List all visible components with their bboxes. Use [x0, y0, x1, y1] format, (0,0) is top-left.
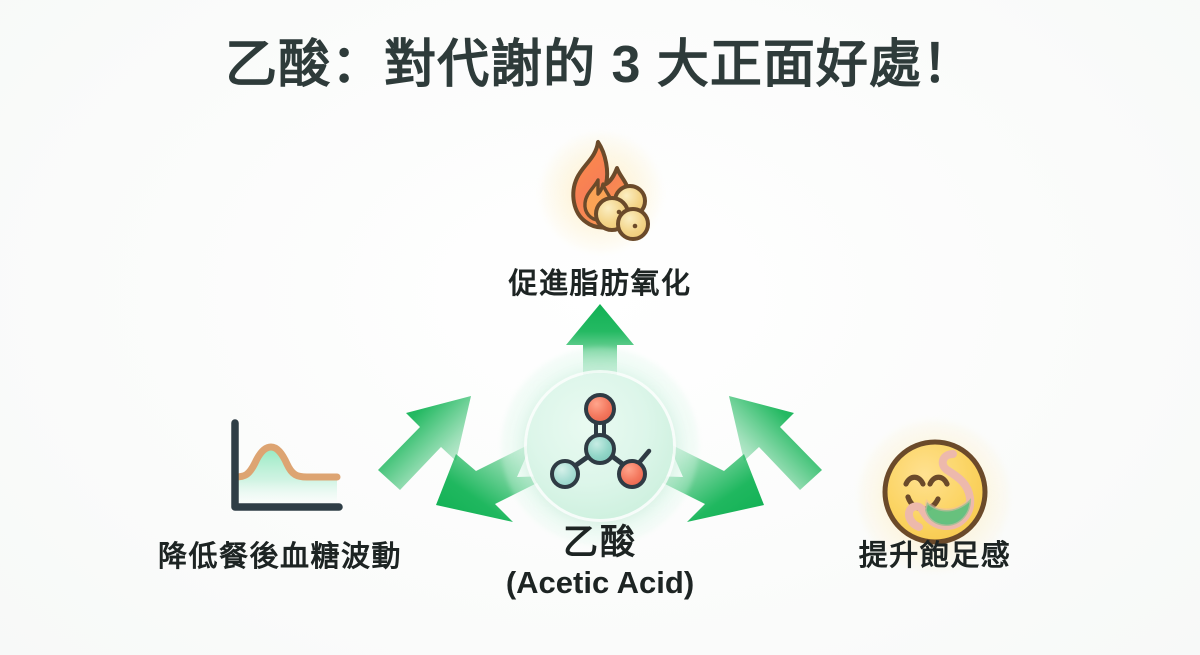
- flame-fat-icon: [553, 138, 651, 251]
- page-title: 乙酸：對代謝的 3 大正面好處！: [225, 36, 975, 94]
- center-node-acetic-acid: [501, 347, 699, 545]
- benefit-label-fat-oxidation: 促進脂肪氧化: [508, 268, 692, 300]
- benefit-node-satiety: 提升飽足感: [830, 410, 1040, 585]
- benefit-node-blood-glucose: 降低餐後血糖波動: [120, 415, 440, 585]
- arrow-to-satiety-upper: [729, 396, 822, 490]
- center-label-en: (Acetic Acid): [505, 565, 695, 601]
- center-label-cn: 乙酸: [562, 523, 637, 562]
- center-label: 乙酸 (Acetic Acid): [425, 522, 775, 602]
- acetic-acid-molecule-icon: [550, 393, 652, 489]
- glucose-curve-chart-icon: [215, 415, 345, 525]
- benefit-node-fat-oxidation: 促進脂肪氧化: [455, 130, 745, 305]
- benefit-label-blood-glucose: 降低餐後血糖波動: [157, 541, 402, 573]
- benefit-label-satiety: 提升飽足感: [858, 540, 1012, 572]
- smiling-stomach-icon: [875, 432, 995, 557]
